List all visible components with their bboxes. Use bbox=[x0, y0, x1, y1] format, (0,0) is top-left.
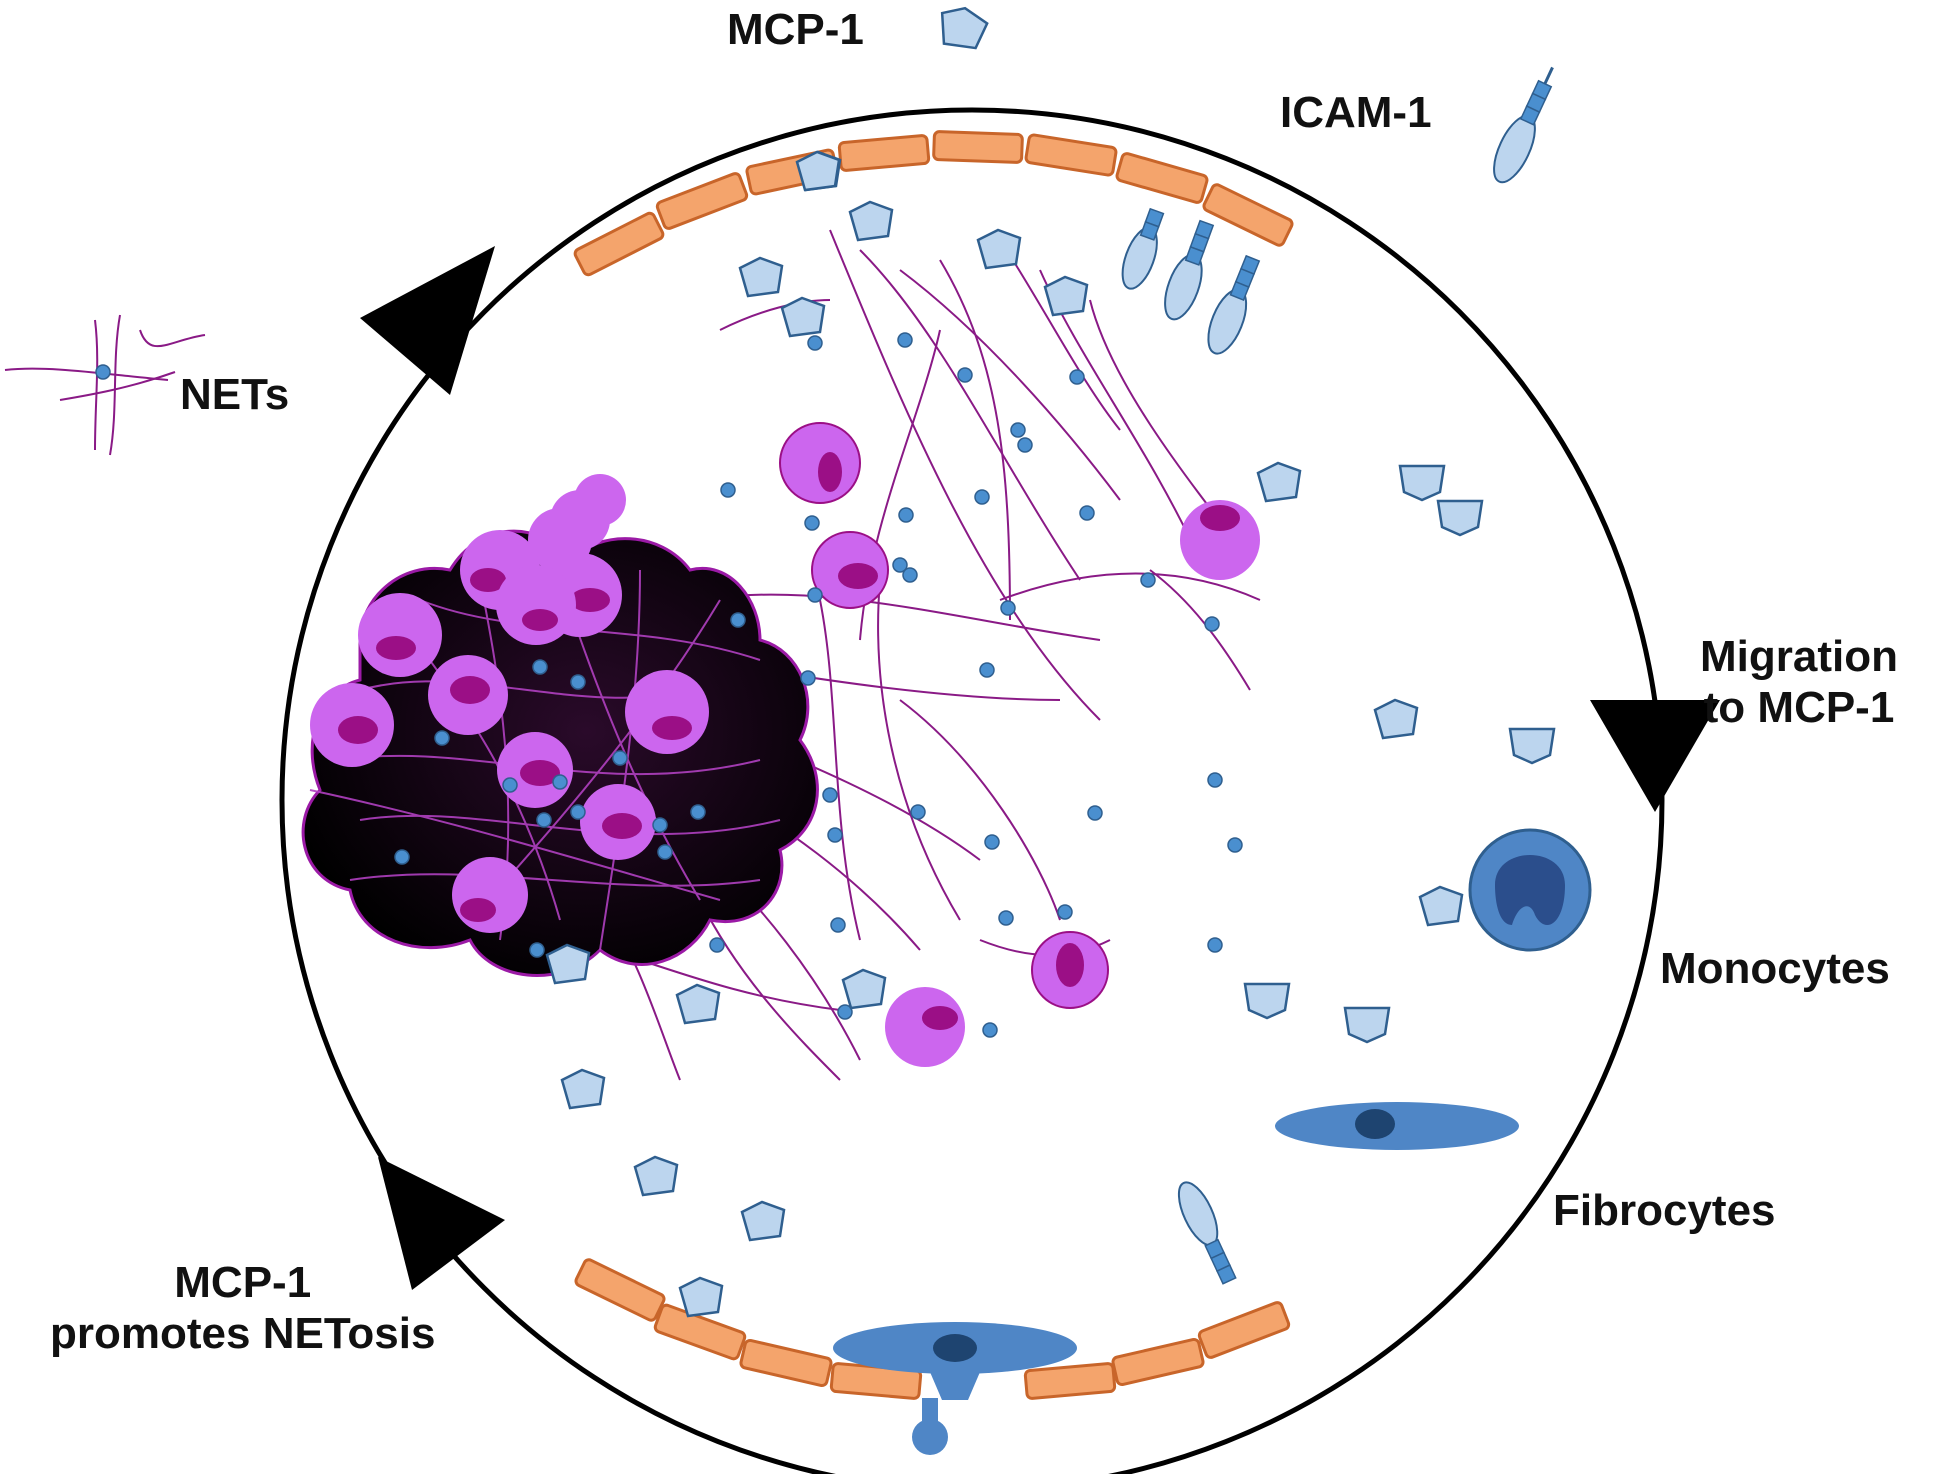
neutrophil bbox=[358, 593, 442, 677]
neutrophil bbox=[580, 784, 656, 860]
neutrophil bbox=[497, 732, 573, 808]
clot-neutrophils bbox=[310, 530, 709, 933]
neutrophil bbox=[428, 655, 508, 735]
nets-legend-label: NETs bbox=[180, 370, 290, 419]
neutrophil bbox=[885, 987, 965, 1067]
neutrophil bbox=[452, 857, 528, 933]
icam-molecule-icon bbox=[1207, 254, 1261, 355]
monocytes-label: Monocytes bbox=[1660, 944, 1890, 993]
mcp1-promotes-netosis-label: MCP-1 promotes NETosis bbox=[50, 1258, 435, 1359]
fibrocytes-label: Fibrocytes bbox=[1553, 1186, 1776, 1235]
arrowhead-icon bbox=[1590, 700, 1720, 812]
icam1-legend-label: ICAM-1 bbox=[1280, 88, 1432, 137]
icam1-molecules-top bbox=[1121, 207, 1261, 355]
neutrophil bbox=[811, 531, 889, 609]
icam-molecule-icon bbox=[1164, 219, 1215, 321]
neutrophil bbox=[1031, 931, 1109, 1009]
monocyte-cell bbox=[1468, 828, 1592, 952]
net-protein-dots bbox=[394, 332, 1243, 1038]
endothelium-bottom bbox=[574, 1258, 1291, 1400]
migration-label: Migration to MCP-1 bbox=[1700, 632, 1898, 733]
icam-molecule-icon bbox=[1493, 66, 1554, 184]
fibrocyte-cell bbox=[1275, 1102, 1519, 1150]
migration-label-line2: to MCP-1 bbox=[1703, 682, 1895, 732]
migration-label-line1: Migration bbox=[1700, 632, 1898, 681]
net-fiber-icon bbox=[4, 314, 206, 456]
mcp1-chemokines bbox=[545, 150, 1556, 1318]
neutrophil bbox=[625, 670, 709, 754]
pentagon-chemokine-icon bbox=[940, 6, 989, 50]
promotes-label-line1: MCP-1 bbox=[174, 1258, 312, 1307]
arrowhead-icon bbox=[360, 246, 495, 395]
arrowhead-icon bbox=[378, 1157, 505, 1290]
icam-molecule-icon bbox=[1121, 207, 1165, 290]
net-fibers bbox=[599, 229, 1261, 1081]
fibrocyte-transmigrating-cell bbox=[833, 1322, 1077, 1455]
neutrophil bbox=[1180, 500, 1260, 580]
promotes-label-line2: promotes NETosis bbox=[50, 1308, 436, 1358]
neutrophil bbox=[779, 422, 861, 504]
neutrophil bbox=[496, 565, 576, 645]
icam-molecule-icon bbox=[1177, 1181, 1237, 1285]
cycle-arrowheads bbox=[360, 246, 1720, 1290]
endothelium-top bbox=[573, 130, 1294, 277]
free-neutrophils bbox=[779, 422, 1260, 1067]
neutrophil bbox=[310, 683, 394, 767]
mcp1-legend-label: MCP-1 bbox=[727, 5, 864, 54]
